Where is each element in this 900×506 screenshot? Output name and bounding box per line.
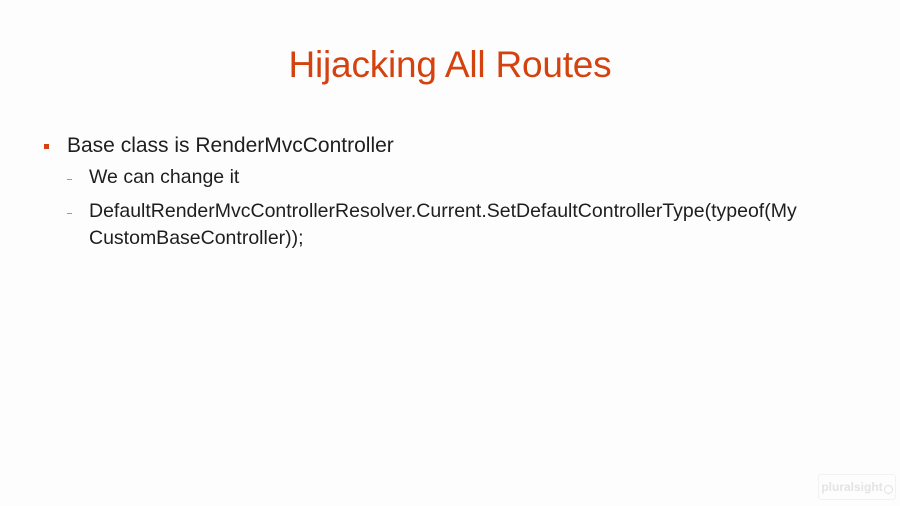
bullet-list: Base class is RenderMvcController We can… [44, 131, 884, 252]
sub-bullet-text: We can change it [89, 166, 240, 188]
sub-bullet-text: DefaultRenderMvcControllerResolver.Curre… [89, 200, 797, 249]
sub-bullet-item: We can change it [67, 164, 884, 191]
logo-text: pluralsight [821, 480, 883, 494]
bullet-item: Base class is RenderMvcController [44, 131, 884, 161]
dash-bullet-icon [67, 213, 72, 214]
bullet-text: Base class is RenderMvcController [67, 134, 394, 157]
dash-bullet-icon [67, 179, 72, 180]
sub-bullet-item: DefaultRenderMvcControllerResolver.Curre… [67, 198, 884, 252]
play-icon [883, 484, 893, 494]
slide-title: Hijacking All Routes [288, 44, 612, 85]
square-bullet-icon [44, 144, 49, 149]
pluralsight-logo: pluralsight [818, 474, 896, 500]
